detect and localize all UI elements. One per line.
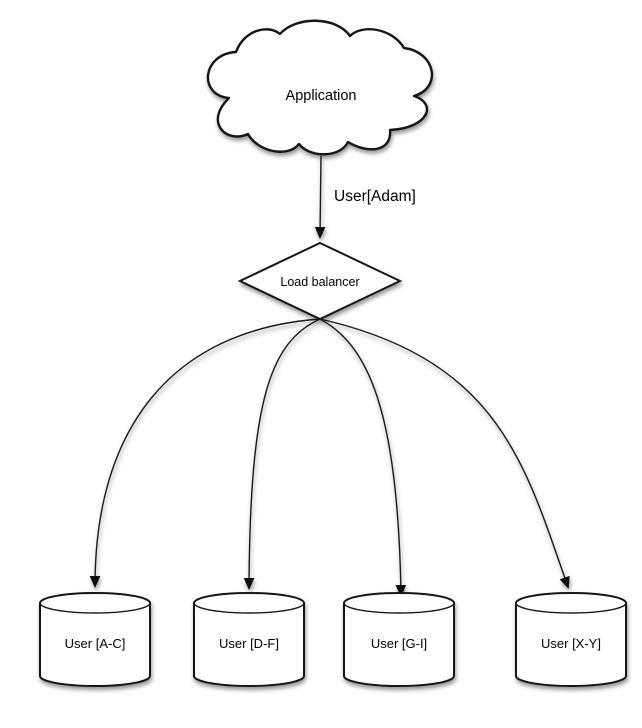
arrow-app-to-lb [314,155,326,239]
arrow-lb-to-shard-1 [89,318,321,588]
db-cylinder-4 [515,592,627,687]
shard-label-3: User [G-I] [371,636,427,651]
load-balancer-label: Load balancer [280,275,359,289]
db-cylinder-3 [343,592,455,687]
arrow-lb-to-shard-2 [243,318,321,590]
db-cylinder-2 [193,592,305,687]
shard-label-2: User [D-F] [219,636,279,651]
application-cloud-shape [206,19,433,156]
arrow-lb-to-shard-4 [319,318,570,589]
edge-label-user-adam: User[Adam] [334,188,416,205]
shard-label-1: User [A-C] [65,636,126,651]
application-label: Application [286,88,357,104]
arrow-lb-to-shard-3 [319,318,407,597]
db-cylinder-1 [39,592,151,687]
shard-label-4: User [X-Y] [541,636,601,651]
